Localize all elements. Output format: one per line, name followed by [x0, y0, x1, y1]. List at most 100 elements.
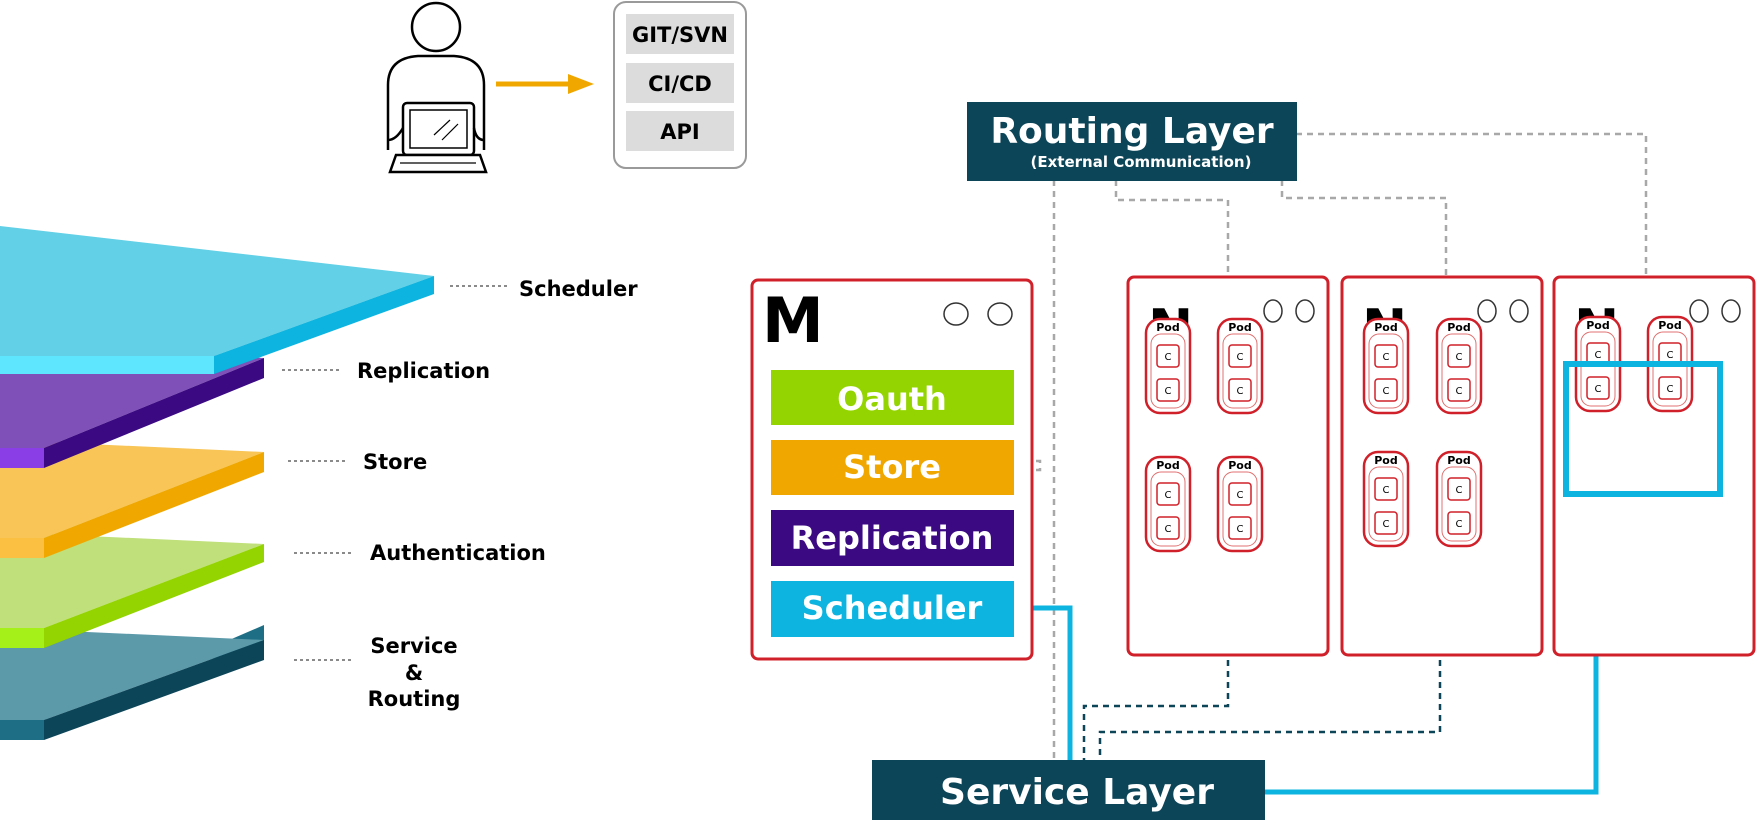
pod-label: Pod [1658, 319, 1682, 332]
pod-inner-frame [1441, 333, 1477, 409]
workflow-arrow [496, 74, 594, 94]
tool-item-bg [626, 111, 734, 151]
service-dashed-connectors [1082, 660, 1442, 760]
container-box [1447, 378, 1471, 402]
container-box [1447, 511, 1471, 535]
container-box [1586, 376, 1610, 400]
layer-stack [0, 226, 434, 740]
container-box [1156, 378, 1180, 402]
layer-label-replication: Replication [357, 359, 490, 383]
pod-inner-frame [1368, 466, 1404, 542]
container-box [1228, 482, 1252, 506]
pod-label: Pod [1447, 321, 1471, 334]
pod-label: Pod [1374, 321, 1398, 334]
container-label: C [1456, 386, 1463, 397]
container-box [1658, 376, 1682, 400]
container-box [1374, 477, 1398, 501]
layer-slab-store [0, 440, 264, 558]
routing-dashed-connectors [1014, 132, 1648, 760]
layer-slab-service-routing [0, 624, 264, 740]
pod-inner-frame [1652, 331, 1688, 407]
replication-block [771, 510, 1014, 566]
tool-item-bg [626, 63, 734, 103]
container-box [1156, 344, 1180, 368]
oauth-label: Oauth [837, 380, 947, 418]
routing-layer-subtitle: (External Communication) [1031, 153, 1252, 171]
container-box [1374, 378, 1398, 402]
layer-leaders [282, 285, 510, 661]
container-label: C [1595, 384, 1602, 395]
service-layer-box: Service Layer [872, 760, 1265, 820]
pod-inner-frame [1222, 471, 1258, 547]
node-indicator-light-1 [1689, 299, 1709, 323]
container-label: C [1165, 524, 1172, 535]
tool-item-label: GIT/SVN [632, 23, 728, 47]
pod-inner-frame [1150, 333, 1186, 409]
layer-label-store: Store [363, 450, 427, 474]
layer-labels: Scheduler Replication Store Authenticati… [357, 277, 638, 711]
container-label: C [1595, 350, 1602, 361]
container-box [1156, 516, 1180, 540]
container-label: C [1667, 384, 1674, 395]
container-box [1228, 344, 1252, 368]
container-label: C [1456, 519, 1463, 530]
store-block [771, 440, 1014, 495]
container-label: C [1667, 350, 1674, 361]
routing-layer-title: Routing Layer [990, 111, 1274, 152]
replication-label: Replication [791, 519, 994, 557]
container-label: C [1237, 490, 1244, 501]
layer-label-service-line-3: Routing [368, 687, 461, 711]
node-indicator-light-2 [1721, 299, 1741, 323]
worker-node-2: NPodCCPodCCPodCCPodCC [1340, 275, 1544, 657]
container-box [1447, 477, 1471, 501]
pod-inner-frame [1222, 333, 1258, 409]
layer-label-authentication: Authentication [370, 541, 546, 565]
container-label: C [1383, 485, 1390, 496]
scaling-highlight [1563, 361, 1723, 497]
pod-label: Pod [1156, 321, 1180, 334]
routing-layer-box: Routing Layer (External Communication) [967, 102, 1297, 181]
pod-label: Pod [1228, 459, 1252, 472]
layer-slab-authentication [0, 532, 264, 648]
layer-label-service-line-2: & [405, 661, 423, 685]
container-label: C [1383, 386, 1390, 397]
container-label: C [1456, 352, 1463, 363]
master-indicator-light-2 [987, 302, 1013, 326]
container-box [1228, 516, 1252, 540]
container-label: C [1237, 524, 1244, 535]
master-letter: M [762, 284, 824, 357]
master-indicator-light-1 [943, 302, 969, 326]
pod-label: Pod [1374, 454, 1398, 467]
pod-label: Pod [1156, 459, 1180, 472]
worker-node-1: NPodCCPodCCPodCCPodCC [1126, 275, 1330, 657]
pod-inner-frame [1441, 466, 1477, 542]
user-at-laptop-icon [386, 1, 488, 174]
node-indicator-light-2 [1295, 299, 1315, 323]
scheduler-block [771, 581, 1014, 637]
tool-item-label: API [660, 120, 699, 144]
pod-inner-frame [1150, 471, 1186, 547]
container-label: C [1237, 352, 1244, 363]
pod-label: Pod [1228, 321, 1252, 334]
container-label: C [1456, 485, 1463, 496]
pod-inner-frame [1580, 331, 1616, 407]
container-box [1228, 378, 1252, 402]
pod-inner-frame [1368, 333, 1404, 409]
container-label: C [1383, 352, 1390, 363]
store-label: Store [843, 448, 941, 486]
master-box: M Oauth Store Replication Scheduler [750, 278, 1034, 661]
tool-item-label: CI/CD [648, 72, 712, 96]
container-box [1447, 344, 1471, 368]
container-box [1156, 482, 1180, 506]
container-box [1374, 511, 1398, 535]
